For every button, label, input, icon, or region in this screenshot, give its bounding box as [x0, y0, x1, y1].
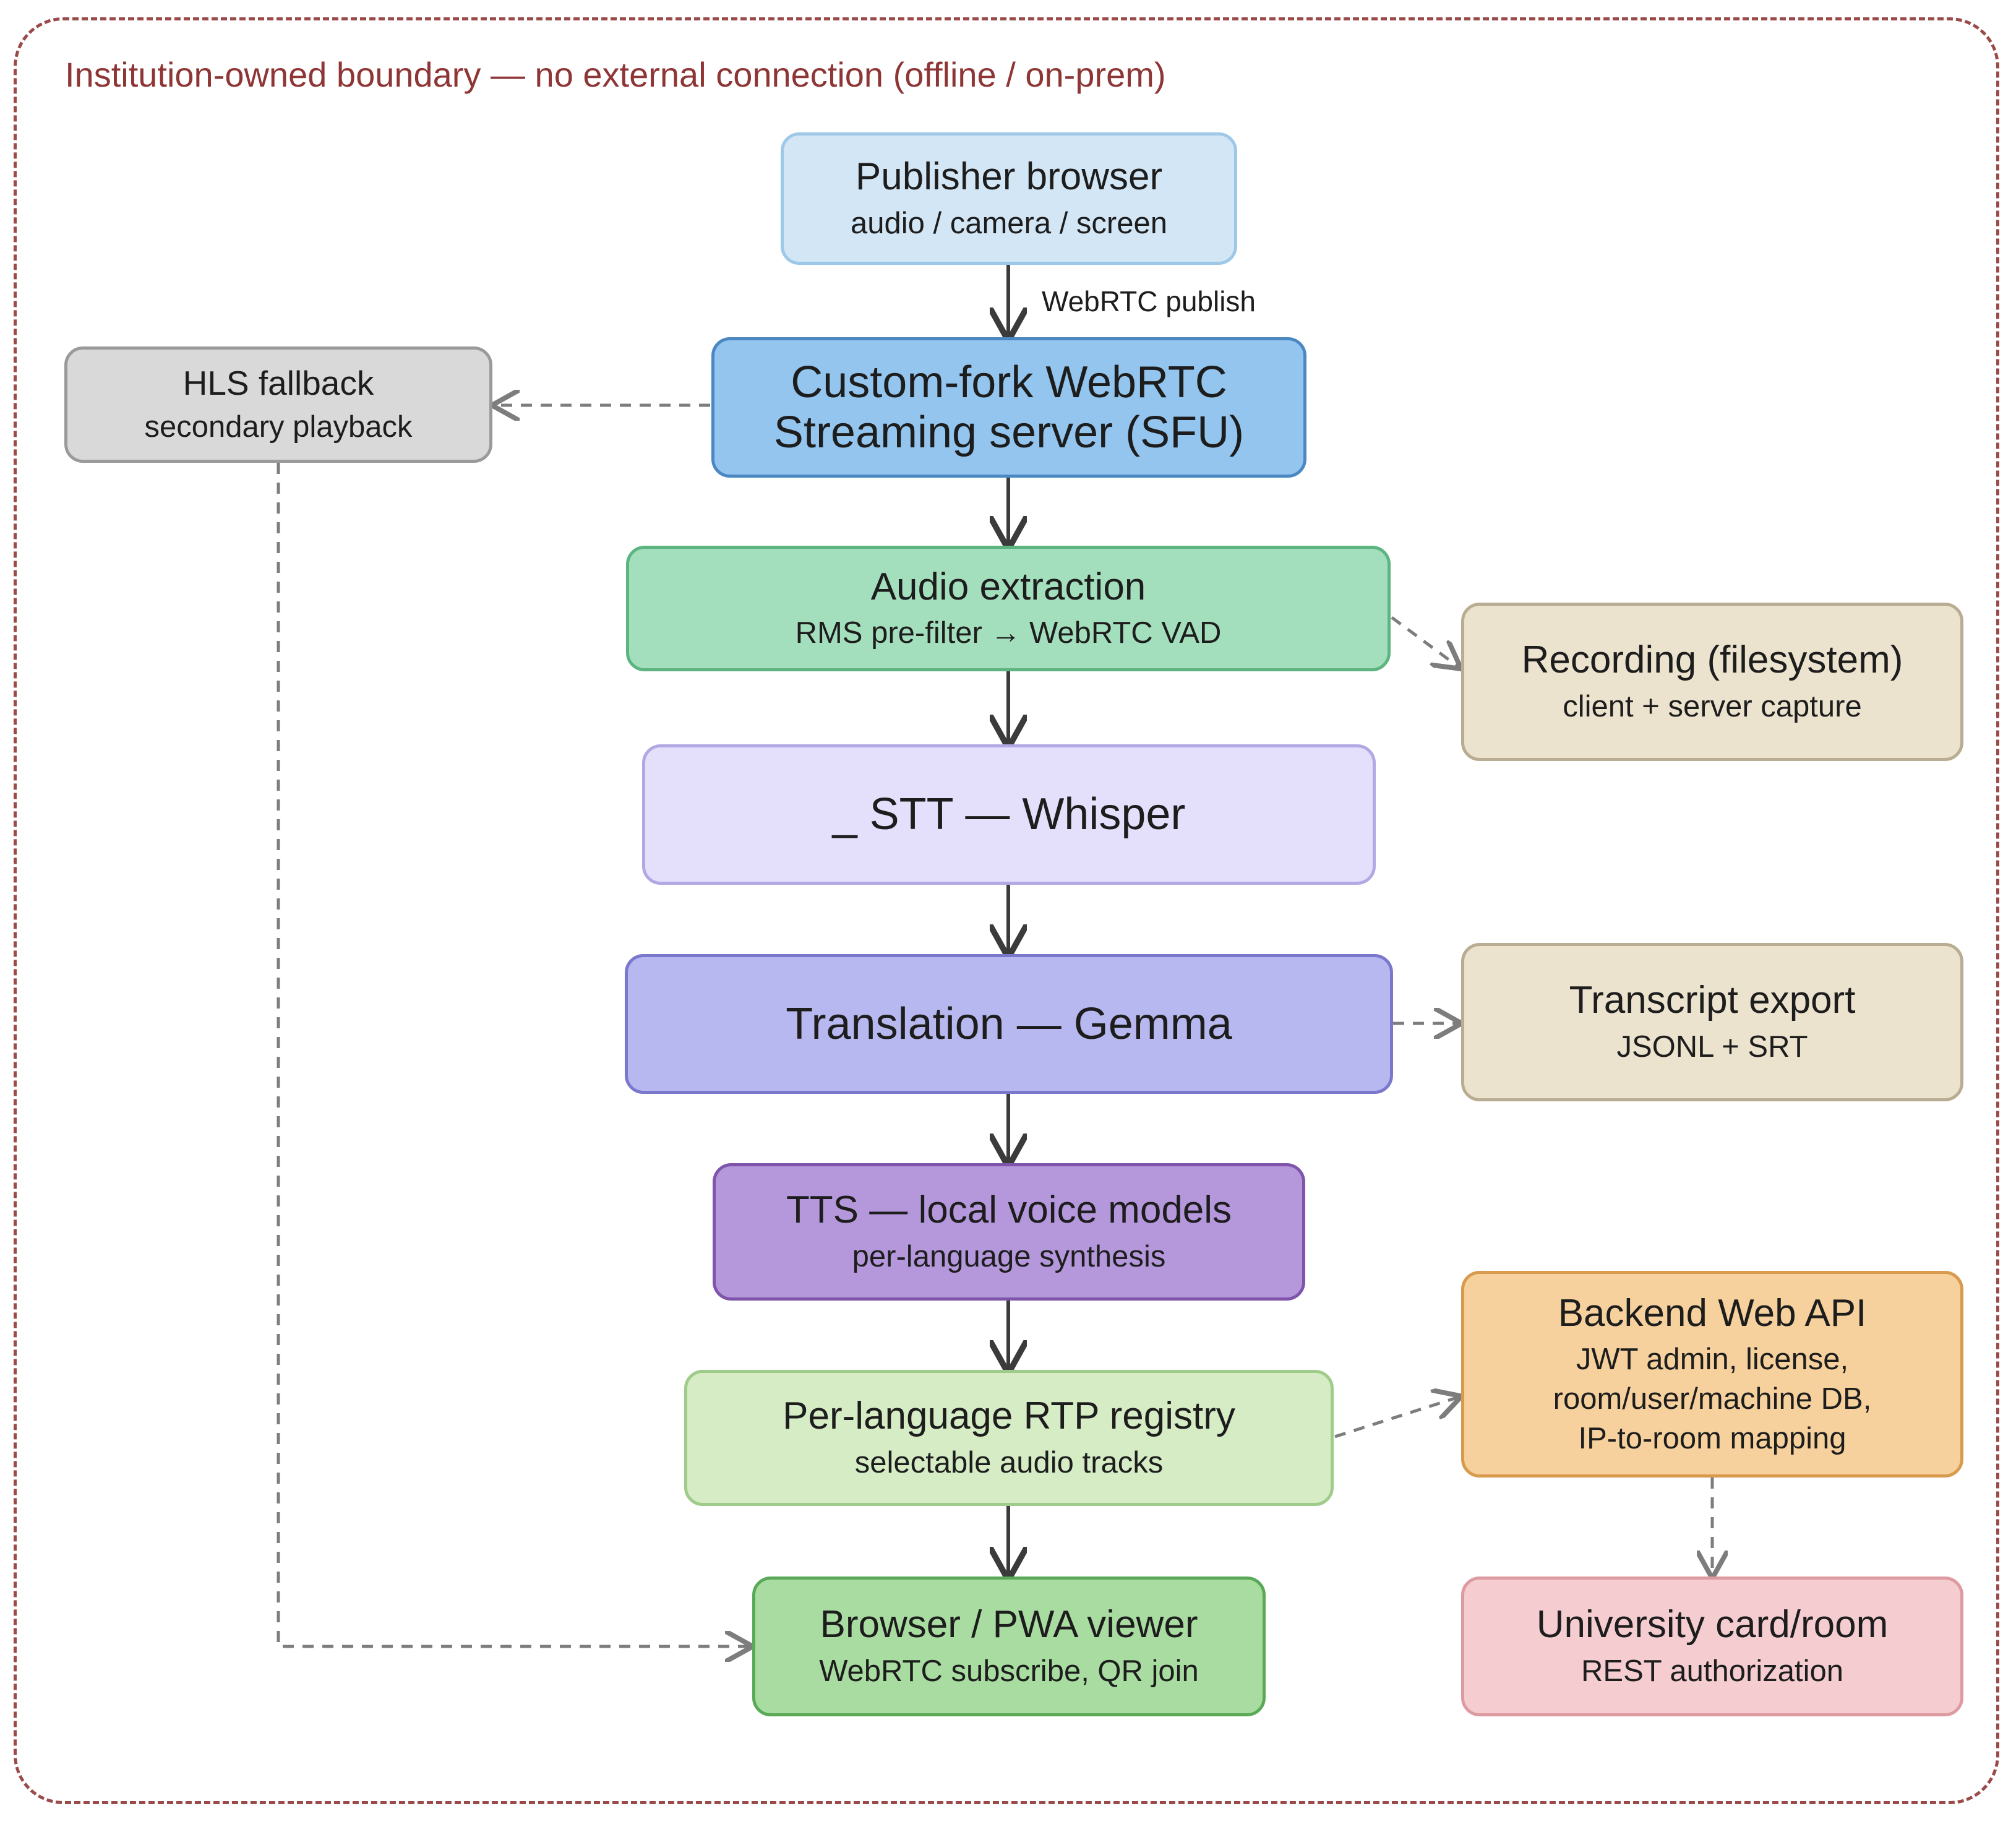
node-subtitle: REST authorization	[1581, 1654, 1843, 1688]
institution-boundary	[14, 17, 1999, 1804]
node-title: Translation — Gemma	[786, 999, 1232, 1049]
node-publisher-browser: Publisher browser audio / camera / scree…	[781, 132, 1237, 265]
edge-label-webrtc-publish: WebRTC publish	[1042, 285, 1256, 317]
node-streaming-server: Custom-fork WebRTC Streaming server (SFU…	[711, 337, 1306, 478]
node-recording: Recording (filesystem) client + server c…	[1461, 603, 1963, 761]
node-title-line2: Streaming server (SFU)	[773, 407, 1245, 457]
node-line2: room/user/machine DB,	[1553, 1382, 1872, 1416]
node-tts: TTS — local voice models per-language sy…	[713, 1163, 1305, 1301]
node-rtp-registry: Per-language RTP registry selectable aud…	[684, 1370, 1334, 1506]
node-hls-fallback: HLS fallback secondary playback	[64, 346, 492, 463]
node-subtitle: per-language synthesis	[852, 1239, 1166, 1273]
boundary-title: Institution-owned boundary — no external…	[65, 55, 1166, 94]
node-title: Browser / PWA viewer	[820, 1603, 1198, 1646]
node-transcript-export: Transcript export JSONL + SRT	[1461, 943, 1963, 1101]
node-title: Backend Web API	[1558, 1291, 1867, 1335]
node-title-line1: Custom-fork WebRTC	[791, 357, 1227, 407]
node-title: Transcript export	[1569, 979, 1856, 1022]
node-title: University card/room	[1536, 1603, 1889, 1646]
node-title: Per-language RTP registry	[783, 1395, 1235, 1438]
node-title: _ STT — Whisper	[832, 789, 1186, 840]
node-subtitle: audio / camera / screen	[850, 206, 1168, 240]
node-line1: JWT admin, license,	[1576, 1343, 1849, 1377]
node-title: Publisher browser	[855, 155, 1163, 199]
node-backend-web-api: Backend Web API JWT admin, license, room…	[1461, 1271, 1963, 1478]
node-line3: IP-to-room mapping	[1578, 1421, 1847, 1455]
node-title: TTS — local voice models	[786, 1189, 1232, 1232]
node-subtitle: selectable audio tracks	[854, 1445, 1164, 1479]
node-subtitle: JSONL + SRT	[1616, 1030, 1808, 1064]
node-translation-gemma: Translation — Gemma	[625, 954, 1393, 1094]
node-subtitle: secondary playback	[144, 410, 413, 444]
edge-audio-recording	[1391, 616, 1459, 667]
node-university-auth: University card/room REST authorization	[1461, 1577, 1963, 1716]
node-subtitle: RMS pre-filter → WebRTC VAD	[795, 616, 1222, 650]
node-title: Recording (filesystem)	[1521, 639, 1903, 682]
node-browser-viewer: Browser / PWA viewer WebRTC subscribe, Q…	[752, 1577, 1266, 1716]
node-subtitle: client + server capture	[1563, 689, 1862, 723]
edge-rtp-backend	[1334, 1397, 1459, 1439]
node-stt-whisper: _ STT — Whisper	[642, 744, 1376, 885]
node-title: Audio extraction	[870, 565, 1146, 608]
node-audio-extraction: Audio extraction RMS pre-filter → WebRTC…	[626, 546, 1391, 671]
node-title: HLS fallback	[182, 363, 374, 402]
node-subtitle: WebRTC subscribe, QR join	[819, 1654, 1199, 1688]
